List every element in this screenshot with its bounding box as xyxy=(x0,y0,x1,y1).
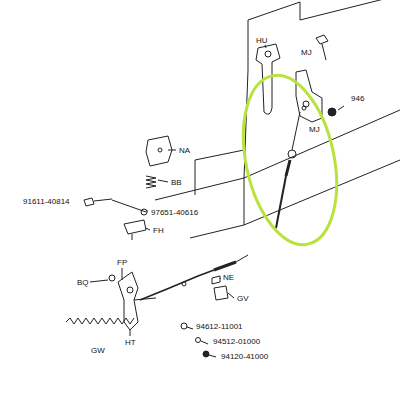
part-callout: GV xyxy=(236,294,250,303)
part-callout: 946 xyxy=(350,94,365,103)
part-callout: BQ xyxy=(76,278,90,287)
part-callout: NE xyxy=(222,273,235,282)
part-callout: GW xyxy=(90,346,106,355)
part-callout: MJ xyxy=(300,48,313,57)
part-callout: FH xyxy=(152,226,165,235)
part-callout: BB xyxy=(170,178,183,187)
part-callout: 94612-11001 xyxy=(195,322,244,331)
part-callout: MJ xyxy=(308,125,321,134)
part-callout: 97651-40616 xyxy=(150,208,199,217)
part-callout: NA xyxy=(178,146,191,155)
part-callout: 91611-40814 xyxy=(22,197,71,206)
part-callout: HU xyxy=(255,36,269,45)
part-callout: HT xyxy=(124,338,137,347)
part-callout: 94120-41000 xyxy=(220,352,269,361)
part-callout: FP xyxy=(116,258,128,267)
part-callout: 94512-01000 xyxy=(212,337,261,346)
